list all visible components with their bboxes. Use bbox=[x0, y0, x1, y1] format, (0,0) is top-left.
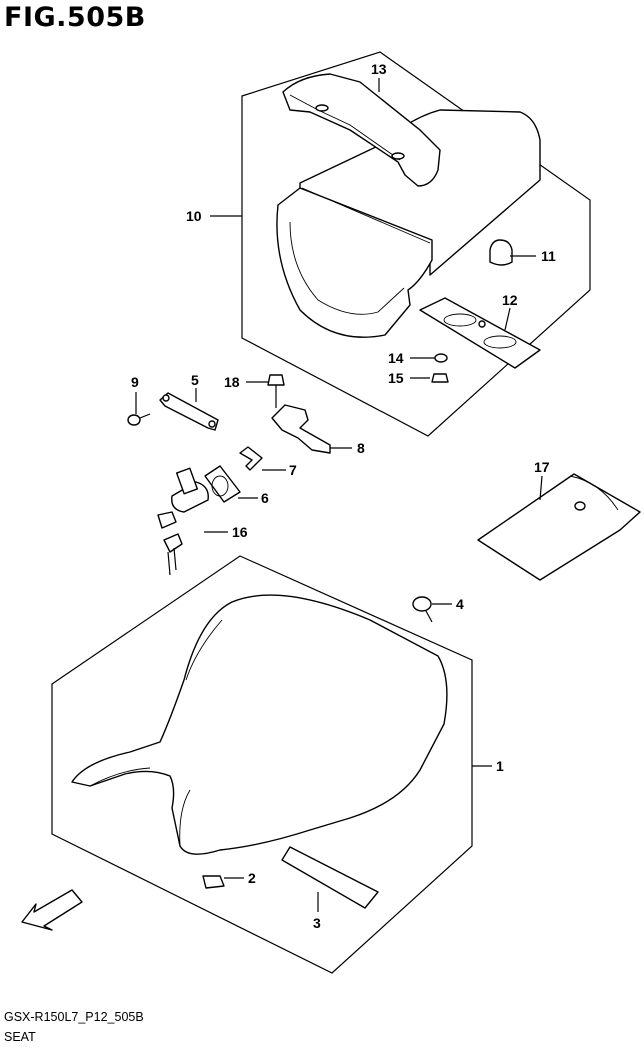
callout-16: 16 bbox=[232, 524, 248, 540]
plate-part[interactable] bbox=[419, 297, 541, 369]
bolt-part-9[interactable] bbox=[127, 413, 151, 426]
callout-18: 18 bbox=[224, 374, 240, 390]
grab-handle-part[interactable] bbox=[282, 73, 441, 187]
nut-part-15[interactable] bbox=[431, 373, 449, 383]
group-boundary-upper bbox=[241, 51, 591, 437]
callout-13: 13 bbox=[371, 61, 387, 77]
callout-8: 8 bbox=[357, 440, 365, 456]
bracket-part-8[interactable] bbox=[271, 404, 331, 454]
callout-1: 1 bbox=[496, 758, 504, 774]
cover-part-6[interactable] bbox=[204, 465, 241, 503]
stay-part-5[interactable] bbox=[159, 392, 219, 431]
fwd-arrow-icon: FWD bbox=[21, 889, 83, 931]
callout-2: 2 bbox=[248, 870, 256, 886]
bolt-part-18[interactable] bbox=[267, 374, 285, 408]
hook-part-7[interactable] bbox=[239, 446, 263, 471]
callout-leaders bbox=[135, 78, 543, 912]
callout-3: 3 bbox=[313, 915, 321, 931]
callout-11: 11 bbox=[541, 248, 556, 264]
pad-part-3[interactable] bbox=[281, 846, 379, 909]
callout-15: 15 bbox=[388, 370, 404, 386]
callout-9: 9 bbox=[131, 374, 139, 390]
seat-lock-part-16[interactable] bbox=[157, 467, 209, 576]
figure-code: GSX-R150L7_P12_505B bbox=[4, 1010, 144, 1024]
cushion-part[interactable] bbox=[489, 239, 513, 266]
callout-7: 7 bbox=[289, 462, 297, 478]
callout-6: 6 bbox=[261, 490, 269, 506]
callout-10: 10 bbox=[186, 208, 202, 224]
figure-title: FIG.505B bbox=[4, 2, 146, 33]
nut-part-14[interactable] bbox=[434, 353, 448, 363]
nut-part-2[interactable] bbox=[202, 875, 225, 889]
tool-bag-part[interactable] bbox=[477, 473, 641, 581]
callout-5: 5 bbox=[191, 372, 199, 388]
callout-17: 17 bbox=[534, 459, 550, 475]
figure-name: SEAT bbox=[4, 1030, 36, 1044]
callout-14: 14 bbox=[388, 350, 404, 366]
callout-4: 4 bbox=[456, 596, 464, 612]
seat-part[interactable] bbox=[71, 594, 448, 855]
callout-12: 12 bbox=[502, 292, 518, 308]
group-boundary-lower bbox=[51, 555, 473, 974]
bolt-part-4[interactable] bbox=[412, 596, 433, 623]
